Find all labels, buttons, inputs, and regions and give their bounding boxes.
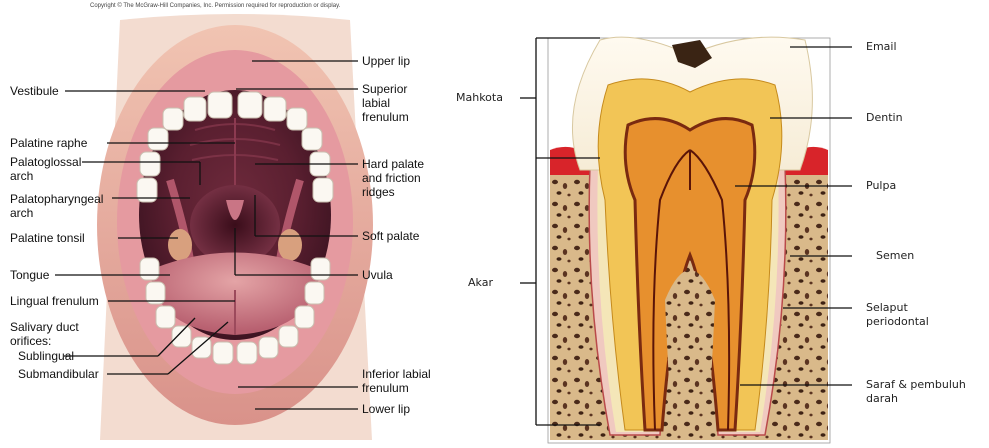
- tonsil-right: [278, 229, 302, 261]
- label-sublingual: Sublingual: [18, 349, 74, 363]
- tooth-illustration: [520, 37, 852, 443]
- label-upper-lip: Upper lip: [362, 54, 410, 68]
- label-akar: Akar: [468, 276, 493, 290]
- label-lingual-frenulum: Lingual frenulum: [10, 294, 99, 308]
- label-semen: Semen: [876, 249, 914, 263]
- label-palatopharyngeal-arch: Palatopharyngeal arch: [10, 192, 103, 220]
- label-palatine-raphe: Palatine raphe: [10, 136, 87, 150]
- label-soft-palate: Soft palate: [362, 229, 419, 243]
- label-email: Email: [866, 40, 897, 54]
- label-tongue: Tongue: [10, 268, 49, 282]
- label-vestibule: Vestibule: [10, 84, 59, 98]
- label-mahkota: Mahkota: [456, 91, 503, 105]
- label-dentin: Dentin: [866, 111, 903, 125]
- label-inferior-labial-frenulum: Inferior labial frenulum: [362, 367, 431, 395]
- label-pulpa: Pulpa: [866, 179, 896, 193]
- inter-root-bone: [665, 270, 715, 430]
- label-palatoglossal-arch: Palatoglossal arch: [10, 155, 81, 183]
- label-uvula: Uvula: [362, 268, 393, 282]
- label-submandibular: Submandibular: [18, 367, 99, 381]
- label-lower-lip: Lower lip: [362, 402, 410, 416]
- tonsil-left: [168, 229, 192, 261]
- label-palatine-tonsil: Palatine tonsil: [10, 231, 85, 245]
- label-salivary-duct-orifices: Salivary duct orifices:: [10, 320, 79, 348]
- label-hard-palate: Hard palate and friction ridges: [362, 157, 424, 199]
- label-selaput-periodontal: Selaput periodontal: [866, 301, 929, 329]
- label-saraf-pembuluh-darah: Saraf & pembuluh darah: [866, 378, 966, 406]
- mouth-illustration: [55, 14, 373, 440]
- label-superior-labial-frenulum: Superior labial frenulum: [362, 82, 409, 124]
